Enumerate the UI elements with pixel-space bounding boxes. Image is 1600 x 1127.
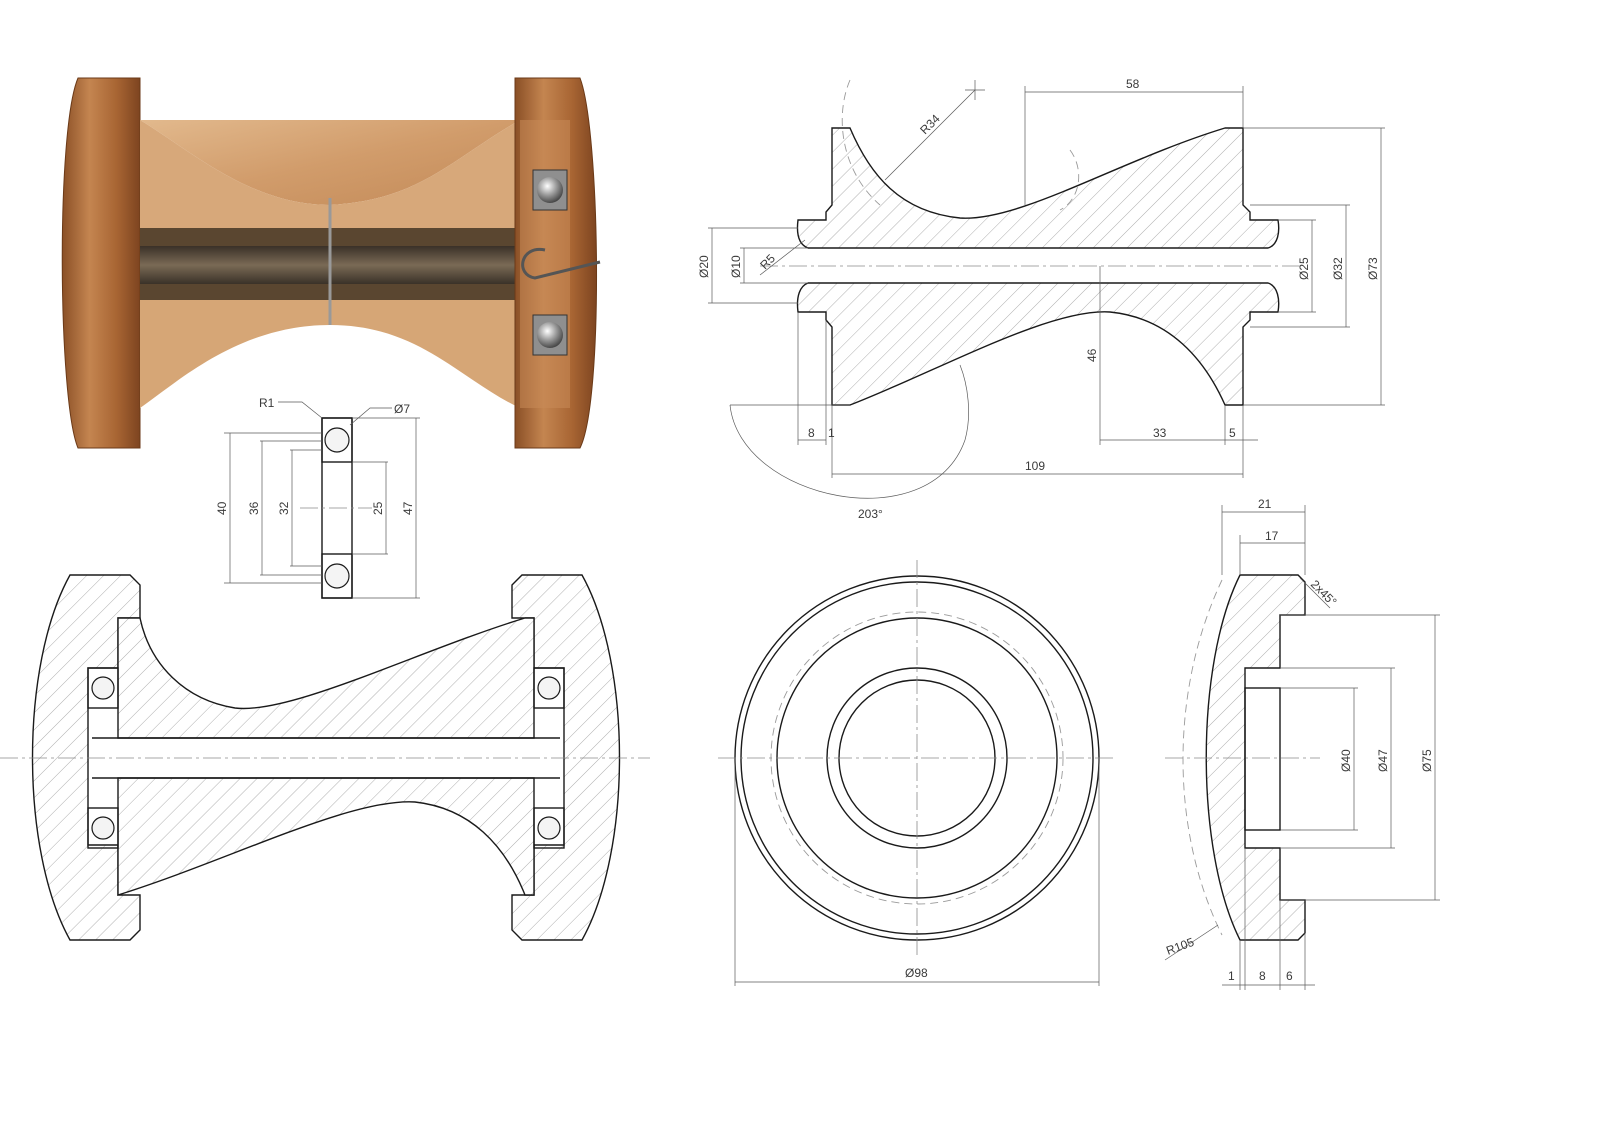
dim-36: 36 (247, 501, 261, 515)
dim-21: 21 (1258, 497, 1272, 511)
dim-46: 46 (1085, 348, 1099, 362)
assembly-spool-upper (117, 617, 535, 739)
dim-bottom-1: 1 (1228, 969, 1235, 983)
dim-32: 32 (277, 501, 291, 515)
assembly-right-cap (511, 574, 621, 941)
assembly-ball-2 (91, 816, 115, 840)
shaft-section-view: R34 58 Ø20 Ø10 R5 Ø25 Ø32 Ø73 46 (697, 77, 1385, 521)
assembly-ball-1 (91, 676, 115, 700)
assembly-section-view (0, 574, 650, 941)
dim-r5: R5 (757, 251, 778, 272)
assembly-bore (92, 737, 560, 779)
assembly-ball-4 (537, 816, 561, 840)
assembly-spool-lower (117, 777, 535, 896)
dim-d25: Ø25 (1297, 257, 1311, 280)
end-cap-side-view: 21 17 2x45° Ø75 Ø47 Ø40 R105 1 8 6 (1164, 497, 1440, 990)
bearing-ball-top (324, 427, 350, 453)
dim-1: 1 (828, 426, 835, 440)
shaft-lower-half (796, 282, 1280, 406)
dim-chamfer: 2x45° (1308, 577, 1340, 609)
assembly-ball-3 (537, 676, 561, 700)
end-cap-front-view: Ø98 (718, 560, 1116, 986)
dim-r1: R1 (259, 396, 275, 410)
dim-d7: Ø7 (394, 402, 410, 416)
spool-body (140, 120, 520, 205)
dim-d47: Ø47 (1376, 749, 1390, 772)
dim-47: 47 (401, 501, 415, 515)
dim-58: 58 (1126, 77, 1140, 91)
dim-bottom-8: 8 (1259, 969, 1266, 983)
dim-203deg: 203° (858, 507, 883, 521)
dim-d10: Ø10 (729, 255, 743, 278)
dim-33: 33 (1153, 426, 1167, 440)
dim-8: 8 (808, 426, 815, 440)
dim-40: 40 (215, 501, 229, 515)
dim-d73: Ø73 (1366, 257, 1380, 280)
bearing-ball-bottom (324, 563, 350, 589)
dim-d32: Ø32 (1331, 257, 1345, 280)
left-flange (61, 77, 141, 449)
bearing-section-view: R1 Ø7 40 36 32 25 47 (215, 396, 420, 599)
dim-d75: Ø75 (1420, 749, 1434, 772)
dim-r34: R34 (917, 111, 943, 137)
dim-5: 5 (1229, 426, 1236, 440)
dim-25: 25 (371, 501, 385, 515)
shaft-upper-half (796, 127, 1280, 249)
dim-d98: Ø98 (905, 966, 928, 980)
dim-d20: Ø20 (697, 255, 711, 278)
dim-bottom-6: 6 (1286, 969, 1293, 983)
dim-d40: Ø40 (1339, 749, 1353, 772)
cap-side-section (1205, 574, 1306, 941)
dim-109: 109 (1025, 459, 1045, 473)
dim-r105: R105 (1164, 935, 1196, 958)
hook (521, 248, 601, 280)
dim-17: 17 (1265, 529, 1279, 543)
wood-render-view (61, 77, 601, 449)
